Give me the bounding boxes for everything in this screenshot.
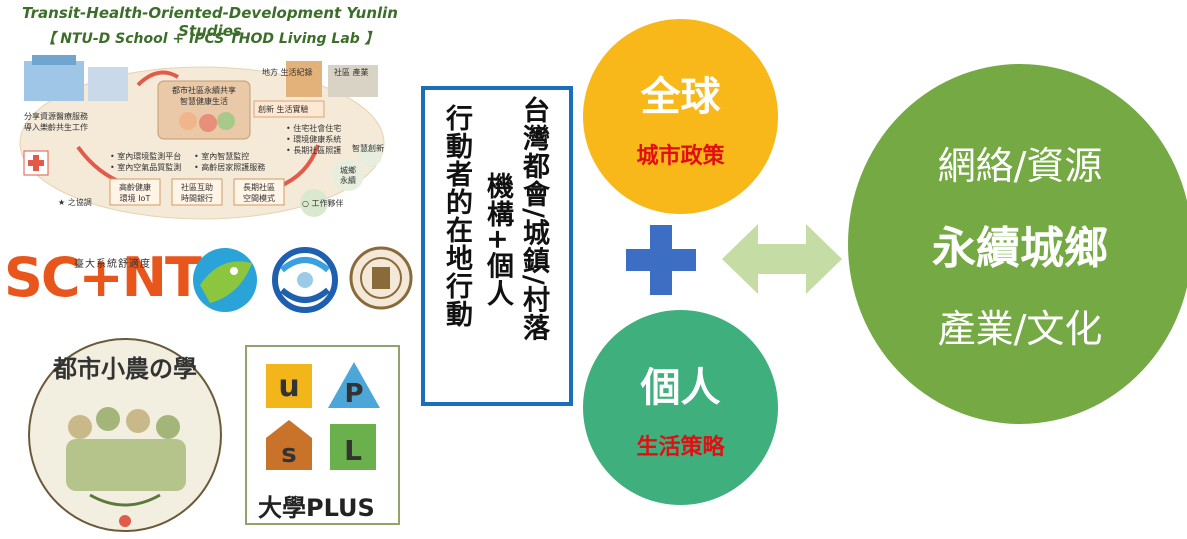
diagram-subtitle: 【 NTU-D School + IPCS THOD Living Lab 】 — [41, 31, 379, 47]
uplus-letter-l: L — [344, 434, 362, 467]
double-arrow-icon — [722, 224, 842, 294]
uplus-letter-s: s — [281, 439, 296, 469]
lab-box2-line1: 社區互助 — [181, 182, 213, 192]
uplus-letter-p: P — [344, 379, 363, 409]
lab-right-mid-label: 創新 生活實驗 — [258, 104, 309, 114]
urban-farmer-title: 都市小農の學 — [52, 354, 197, 383]
lab-center-label-2: 智慧健康生活 — [180, 96, 228, 106]
sustainable-title: 永續城鄉 — [932, 223, 1108, 274]
lab-box1-line2: 環境 IoT — [120, 193, 151, 203]
people-icon — [179, 112, 197, 130]
lab-box3-line2: 空間模式 — [243, 193, 275, 203]
uplus-symbols: u P s L — [266, 362, 380, 470]
lab-left-label-1: 分享資源醫療服務 — [24, 111, 88, 121]
seal-icon — [349, 246, 413, 310]
lab-right-top-label: 地方 生活紀錄 — [262, 67, 313, 77]
actor-col-institution: 機構+個人 — [482, 172, 513, 308]
lab-box1-line1: 高齡健康 — [119, 182, 151, 192]
lab-far-right-1: 城鄉 — [340, 165, 356, 175]
actor-col-local-action: 行動者的在地行動 — [441, 104, 472, 328]
leaf-logo-icon — [193, 248, 257, 312]
actor-col-urban-rural: 台灣都會/城鎮/村落 — [518, 96, 549, 342]
school-building-icon — [88, 67, 128, 101]
temple-building-icon — [286, 61, 322, 97]
plus-icon — [626, 225, 696, 295]
lab-bullet-l2: • 室內空氣品質監測 — [110, 162, 181, 172]
ntu-logo-icon — [272, 247, 338, 313]
diagram-title: Transit-Health-Oriented-Development Yunl… — [22, 4, 398, 40]
sc-ntu-caption: 臺大系統舒適度 — [74, 259, 151, 270]
lab-box2-line2: 時間銀行 — [181, 193, 213, 203]
uplus-letter-u: u — [278, 369, 299, 404]
living-lab-illustration: 都市社區永續共享 智慧健康生活 分享資源醫療服務 導入樂齡共生工作 地方 生活紀… — [19, 55, 385, 220]
sustainable-line-industry: 產業/文化 — [937, 307, 1103, 351]
lab-bullet-m1: • 室內智慧監控 — [194, 151, 249, 161]
uplus-label: 大學PLUS — [258, 494, 375, 522]
hospital-building-icon — [24, 61, 84, 101]
lab-bullet-m2: • 高齡居家照護服務 — [194, 162, 265, 172]
lab-left-label-2: 導入樂齡共生工作 — [24, 122, 88, 132]
lab-right-top2-label: 社區 產業 — [334, 67, 369, 77]
global-circle: 全球 城市政策 — [583, 19, 778, 214]
lab-bottom-left-label: ★ 之協調 — [58, 197, 92, 207]
lab-bullet-r3: • 長期社區照護 — [286, 145, 341, 155]
lab-bullet-r2: • 環境健康系統 — [286, 134, 341, 144]
global-title: 全球 — [640, 73, 721, 120]
lab-far-right-3: 智慧創新 — [352, 143, 384, 153]
personal-circle: 個人 生活策略 — [583, 310, 778, 505]
sustainable-line-network: 網絡/資源 — [937, 144, 1103, 188]
lab-bullet-r1: • 住宅社會住宅 — [286, 123, 341, 133]
personal-subtitle: 生活策略 — [636, 434, 725, 460]
lab-bullet-l1: • 室內環境監測平台 — [110, 151, 181, 161]
global-subtitle: 城市政策 — [636, 143, 725, 169]
lab-far-right-2: 永續 — [340, 175, 356, 185]
sustainable-circle: 網絡/資源 永續城鄉 產業/文化 — [848, 64, 1187, 424]
lab-center-label-1: 都市社區永續共享 — [172, 85, 236, 95]
farmers-group-icon — [66, 439, 186, 491]
personal-title: 個人 — [640, 364, 721, 411]
lab-box3-line1: 長期社區 — [243, 182, 275, 192]
urban-farmer-badge: 都市小農の學 — [28, 338, 222, 532]
house-building-icon — [328, 65, 378, 97]
lab-bottom-right-label: ○ 工作夥伴 — [302, 198, 344, 208]
actor-box — [421, 86, 573, 406]
